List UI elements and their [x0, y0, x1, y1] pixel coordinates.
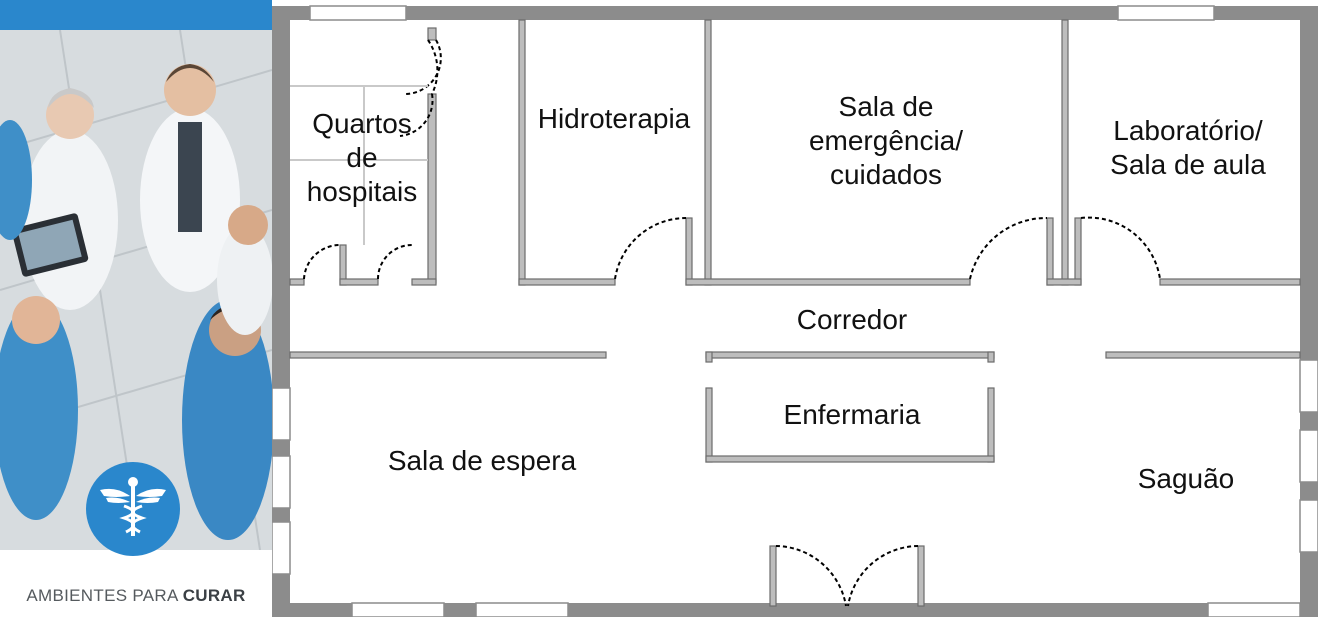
caduceus-icon: [100, 477, 166, 536]
windows: [272, 5, 1318, 617]
room-label-espera: Sala de espera: [387, 445, 577, 476]
room-label-emergencia: Sala de emergência/ cuidados: [808, 91, 964, 191]
room-label-saguao: Saguão: [1137, 463, 1235, 494]
caduceus-logo: [86, 462, 180, 556]
floor-plan-drawing: [272, 0, 1318, 617]
room-label-enfermaria: Enfermaria: [783, 399, 921, 430]
partition-lines: [290, 85, 428, 245]
brand-tagline: AMBIENTES PARA CURAR: [0, 586, 272, 606]
brand-emphasis: CURAR: [182, 586, 246, 605]
medical-team-illustration: [0, 30, 272, 550]
door-swings: [303, 39, 1161, 607]
brand-prefix: AMBIENTES PARA: [26, 586, 178, 605]
floor-plan: Quartos de hospitais Hidroterapia Sala d…: [272, 0, 1318, 617]
room-label-laboratorio: Laboratório/ Sala de aula: [1110, 115, 1266, 181]
room-label-quartos: Quartos de hospitais: [306, 108, 418, 208]
side-panel: AMBIENTES PARA CURAR: [0, 0, 272, 617]
room-label-corredor: Corredor: [796, 304, 908, 335]
header-accent-bar: [0, 0, 272, 30]
room-label-hidroterapia: Hidroterapia: [537, 103, 691, 134]
medical-team-photo: [0, 30, 272, 550]
